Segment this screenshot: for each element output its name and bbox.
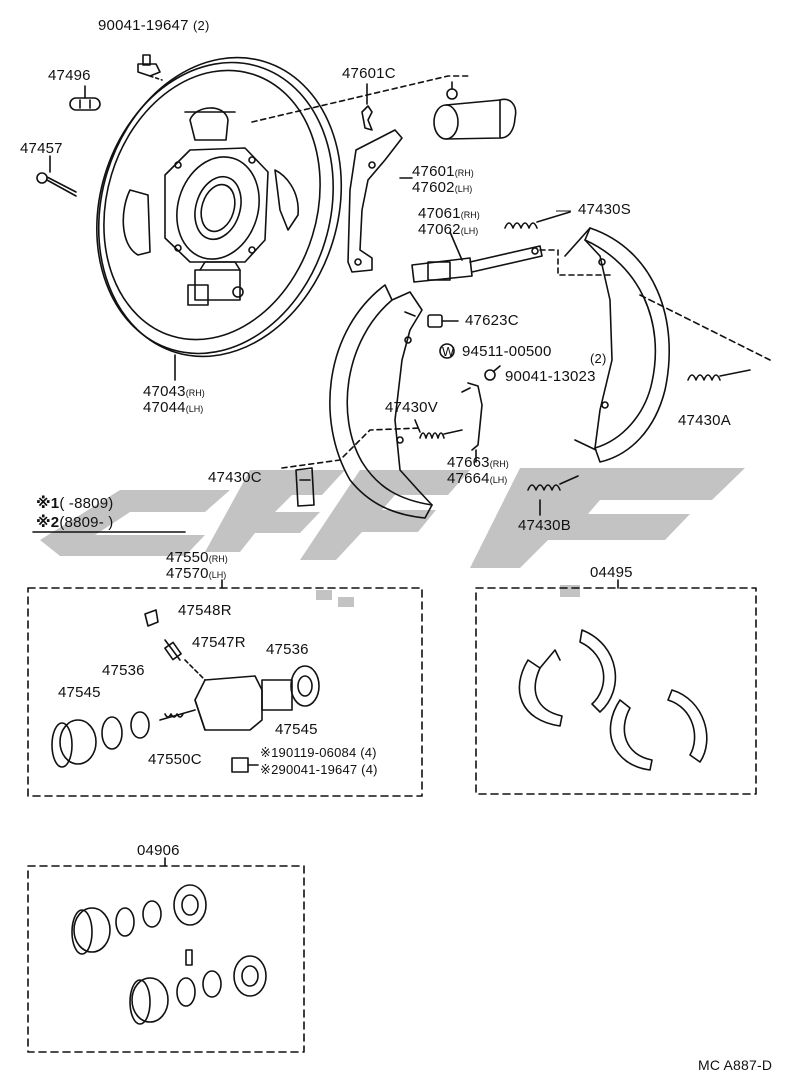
part-label-47601C: 47601C [342, 65, 396, 82]
part-label-47496: 47496 [48, 67, 91, 84]
part-label-47664: 47664(LH) [447, 470, 508, 487]
shoe-kit-box [475, 587, 757, 795]
part-qty-90041-13023: (2) [590, 351, 607, 366]
part-label-47601: 47601(RH) [412, 163, 474, 180]
part-label-90041-13023: 90041-13023 [505, 368, 596, 385]
dashed-guide [539, 249, 611, 276]
part-label-47545-left: 47545 [58, 684, 101, 701]
part-label-04906: 04906 [137, 842, 180, 859]
part-label-47430B: 47430B [518, 517, 571, 534]
part-label-47044: 47044(LH) [143, 399, 204, 416]
part-qty: (2) [193, 18, 210, 33]
right-brake-shoe [564, 227, 670, 463]
part-label-47623C: 47623C [465, 312, 519, 329]
part-label-04495: 04495 [590, 564, 633, 581]
pin-icon [36, 172, 77, 197]
part-label-47550C: 47550C [148, 751, 202, 768]
part-label-47548R: 47548R [178, 602, 232, 619]
wheel-cylinder-exploded [51, 609, 320, 773]
left-brake-shoe [329, 284, 433, 519]
spring-icon [419, 429, 463, 439]
part-label-47457: 47457 [20, 140, 63, 157]
strut-icon [461, 382, 483, 451]
part-label-47536-right: 47536 [266, 641, 309, 658]
part-label-bolt-2: ※290041-19647 (4) [260, 762, 378, 777]
part-label-47430C: 47430C [208, 469, 262, 486]
leader-line [149, 75, 163, 81]
cup-kit-parts [71, 884, 267, 1025]
dashed-guide [639, 294, 771, 361]
pin-icon [427, 314, 459, 328]
watermark-logo [40, 468, 745, 607]
part-label-47430A: 47430A [678, 412, 731, 429]
part-label-47663: 47663(RH) [447, 454, 509, 471]
wheel-cylinder-box [27, 587, 423, 797]
spring-icon [527, 475, 579, 491]
part-label-47547R: 47547R [192, 634, 246, 651]
spring-icon [687, 369, 751, 381]
legend-row-1: ※1( -8809) [36, 495, 114, 512]
leader-dash: — [556, 202, 572, 219]
legend-row-2: ※2(8809- ) [36, 514, 114, 531]
plug-icon [69, 97, 101, 111]
bolt-icon [137, 54, 161, 77]
dashed-guide [281, 427, 421, 469]
washer-mark: W [442, 344, 455, 359]
leader-line [414, 419, 421, 433]
shoe-kit-shoes [518, 629, 708, 771]
part-label-47062: 47062(LH) [418, 221, 479, 238]
clip-icon [361, 105, 373, 131]
parking-brake-lever-icon [347, 129, 403, 273]
part-label-bolt-1: ※190119-06084 (4) [260, 745, 377, 760]
adjuster-icon [411, 245, 543, 283]
part-label-47545-right: 47545 [275, 721, 318, 738]
part-label-47430V: 47430V [385, 399, 438, 416]
leader-line [449, 231, 463, 261]
bolt-icon [484, 365, 501, 381]
backing-plate [96, 56, 343, 358]
part-number: 90041-19647 [98, 17, 189, 34]
clip-icon [295, 467, 315, 507]
part-label-47043: 47043(RH) [143, 383, 205, 400]
diagram-code: MC A887-D [698, 1057, 773, 1073]
dashed-guide [251, 75, 471, 123]
part-label-47570: 47570(LH) [166, 565, 227, 582]
part-label-47602: 47602(LH) [412, 179, 473, 196]
wheel-cylinder-icon [433, 81, 517, 140]
part-label-47550: 47550(RH) [166, 549, 228, 566]
cup-kit-box [27, 865, 305, 1053]
part-label-47536-left: 47536 [102, 662, 145, 679]
part-label-90041-19647: 90041-19647 (2) [98, 18, 210, 33]
washer-icon [439, 343, 455, 359]
spring-icon [504, 211, 571, 229]
part-label-47430S: 47430S [578, 201, 631, 218]
part-label-94511-00500: 94511-00500 [462, 343, 552, 360]
part-label-47061: 47061(RH) [418, 205, 480, 222]
